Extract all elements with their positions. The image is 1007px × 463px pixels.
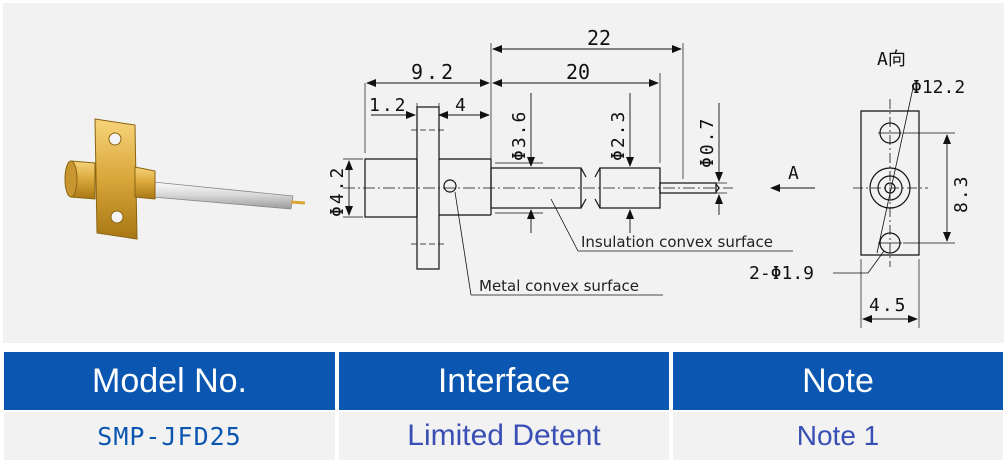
callout-metal: Metal convex surface — [479, 277, 639, 295]
dim-body-diameter: Φ3.6 — [509, 110, 530, 161]
dim-insulation-diameter: Φ2.3 — [608, 110, 629, 161]
cell-interface: Limited Detent — [339, 412, 669, 460]
end-view-label: A向 — [877, 49, 906, 70]
dim-body-length: 20 — [566, 60, 590, 84]
arrow-label-a: A — [788, 163, 799, 184]
dim-hole-diameter: 2-Φ1.9 — [749, 263, 814, 284]
table-row: SMP-JFD25 Limited Detent Note 1 — [4, 412, 1003, 460]
side-view — [343, 43, 815, 296]
interface-value: Limited Detent — [407, 419, 601, 452]
dim-overall-length: 22 — [587, 26, 611, 50]
dim-flange-dia: Φ12.2 — [911, 77, 965, 98]
dim-rear-diameter: Φ4.2 — [327, 166, 348, 217]
header-note: Note — [673, 352, 1003, 410]
cell-model: SMP-JFD25 — [4, 412, 335, 460]
dim-flange-width: 9.2 — [411, 60, 456, 84]
header-model: Model No. — [4, 352, 335, 410]
connector-photo — [64, 118, 306, 240]
spec-table: Model No. Interface Note SMP-JFD25 Limit… — [4, 352, 1003, 460]
dim-flange-thickness: 4.5 — [869, 295, 908, 316]
dim-rear-offset: 4 — [455, 95, 466, 116]
dim-pin-diameter: Φ0.7 — [697, 117, 718, 168]
note-value: Note 1 — [796, 420, 880, 451]
dim-flange-offset: 1.2 — [369, 95, 408, 116]
technical-drawing: 22 20 9.2 1.2 4 Φ4.2 Φ3.6 Φ2.3 Φ0.7 A A向… — [3, 3, 1004, 343]
callout-insulation: Insulation convex surface — [581, 233, 773, 251]
table-header-row: Model No. Interface Note — [4, 352, 1003, 410]
end-view-a — [833, 87, 955, 328]
model-value: SMP-JFD25 — [97, 421, 242, 451]
dim-hole-spacing: 8.3 — [951, 174, 972, 213]
cell-note: Note 1 — [673, 412, 1003, 460]
header-interface: Interface — [339, 352, 669, 410]
